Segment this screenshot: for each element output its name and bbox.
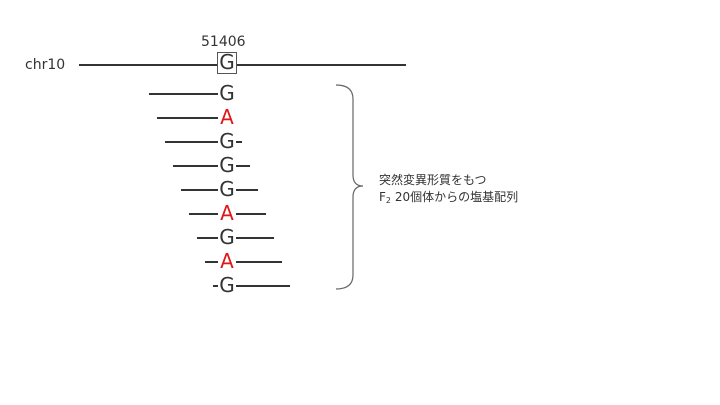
read-line-left [213,285,218,287]
read-base: G [219,81,235,105]
read-line-left [189,213,218,215]
annotation-prefix: F [379,190,386,204]
reference-line-left [79,64,217,66]
read-line-left [157,117,218,119]
annotation-text: 突然変異形質をもつ F2 20個体からの塩基配列 [379,172,518,207]
read-line-right [236,165,250,167]
position-label: 51406 [201,34,246,50]
read-base: G [219,129,235,153]
annotation-line-2: F2 20個体からの塩基配列 [379,189,518,207]
read-line-left [165,141,218,143]
read-line-right [236,213,266,215]
read-base: G [219,225,235,249]
read-base: G [219,177,235,201]
read-base: G [219,153,235,177]
read-line-left [149,93,218,95]
annotation-subscript: 2 [385,196,391,205]
read-line-right [236,189,258,191]
read-line-right [236,261,282,263]
read-line-left [173,165,218,167]
annotation-rest: 20個体からの塩基配列 [391,190,519,204]
mutant-base: A [220,249,234,273]
annotation-line-1: 突然変異形質をもつ [379,173,487,187]
read-line-left [181,189,218,191]
mutant-base: A [220,201,234,225]
mutant-base: A [220,105,234,129]
reference-base: G [219,50,235,74]
read-line-left [197,237,218,239]
reference-line-right [237,64,406,66]
read-base: G [219,273,235,297]
chromosome-label: chr10 [25,57,66,73]
read-line-right [236,237,274,239]
brace-icon [335,84,364,290]
read-line-left [205,261,218,263]
read-line-right [236,285,290,287]
read-line-right [236,141,242,143]
reference-base-box [217,52,237,74]
